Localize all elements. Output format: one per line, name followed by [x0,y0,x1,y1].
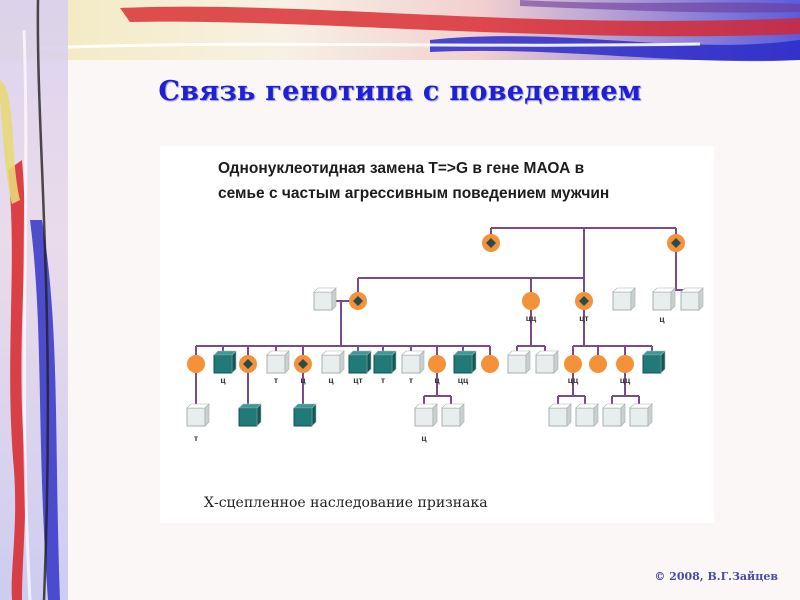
carrier-marker [353,296,363,306]
top-purple-swoosh [520,0,800,13]
genotype-label: т [409,375,413,385]
unaffected-male-symbol [186,407,206,427]
cube-side [339,350,345,374]
top-white-stroke [39,42,701,50]
female-symbol [616,355,634,373]
unaffected-male-symbol [612,291,632,311]
female-symbol [522,292,540,310]
diagram-title-line1: Однонуклеотидная замена T=>G в гене МАОА… [218,160,585,177]
unaffected-male-symbol [401,354,421,374]
genotype-label: цц [620,375,631,385]
female-symbol [564,355,582,373]
affected-male-symbol [642,354,662,374]
cube-side [471,350,477,374]
carrier-marker [579,296,589,306]
genotype-label: ц [300,375,306,385]
genotype-label: цц [458,375,469,385]
affected-male-symbol [293,407,313,427]
slide-title: Связь генотипа с поведением [158,76,642,107]
genotype-label: цц [526,313,537,323]
genotype-label: т [194,433,198,443]
cube-side [419,350,425,374]
unaffected-male-symbol [313,291,333,311]
female-symbol [481,355,499,373]
genotype-label: ц [434,375,440,385]
affected-male-symbol [213,354,233,374]
cube-side [660,350,666,374]
left-blue-swoosh [30,220,60,600]
cube-side [566,403,572,427]
female-symbol [428,355,446,373]
copyright: © 2008, В.Г.Зайцев [654,570,778,583]
carrier-marker [486,238,496,248]
left-yellow-swoosh [0,80,20,204]
carrier-marker [671,238,681,248]
cube-side [391,350,397,374]
unaffected-male-symbol [575,407,595,427]
carrier-marker [243,359,253,369]
genotype-label: цц [568,375,579,385]
carrier-marker [298,359,308,369]
cube-side [331,287,337,311]
genotype-label: цт [579,313,588,323]
genotype-label: т [274,375,278,385]
unaffected-male-symbol [266,354,286,374]
cube-side [231,350,237,374]
cube-side [525,350,531,374]
cube-side [670,287,676,311]
pedigree-panel [160,146,714,523]
genotype-label: ц [421,433,427,443]
genotype-label: ц [328,375,334,385]
affected-male-symbol [373,354,393,374]
unaffected-male-symbol [680,291,700,311]
cube-side [366,350,372,374]
cube-side [698,287,704,311]
left-red-swoosh [8,160,26,600]
cube-side [620,403,626,427]
cube-side [647,403,653,427]
top-red-swoosh [120,6,800,37]
cube-side [284,350,290,374]
unaffected-male-symbol [535,354,555,374]
unaffected-male-symbol [321,354,341,374]
cube-side [204,403,210,427]
unaffected-male-symbol [602,407,622,427]
genotype-label: цт [353,375,362,385]
genotype-label: ц [220,375,226,385]
unaffected-male-symbol [629,407,649,427]
cube-side [432,403,438,427]
unaffected-male-symbol [548,407,568,427]
affected-male-symbol [348,354,368,374]
cube-side [311,403,317,427]
top-blue-swoosh [430,36,800,62]
affected-male-symbol [238,407,258,427]
diagram-title-line2: семье с частым агрессивным поведением му… [218,185,610,202]
left-white-stroke [22,29,32,600]
cube-side [459,403,465,427]
genotype-label: ц [659,314,665,324]
inheritance-note: Х-сцепленное наследование признака [204,495,488,511]
female-symbol [589,355,607,373]
unaffected-male-symbol [507,354,527,374]
cube-side [256,403,262,427]
unaffected-male-symbol [652,291,672,311]
cube-side [630,287,636,311]
cube-side [593,403,599,427]
female-symbol [187,355,205,373]
unaffected-male-symbol [414,407,434,427]
genotype-label: т [381,375,385,385]
cube-side [553,350,559,374]
affected-male-symbol [453,354,473,374]
unaffected-male-symbol [441,407,461,427]
left-dark-stroke [36,0,50,600]
